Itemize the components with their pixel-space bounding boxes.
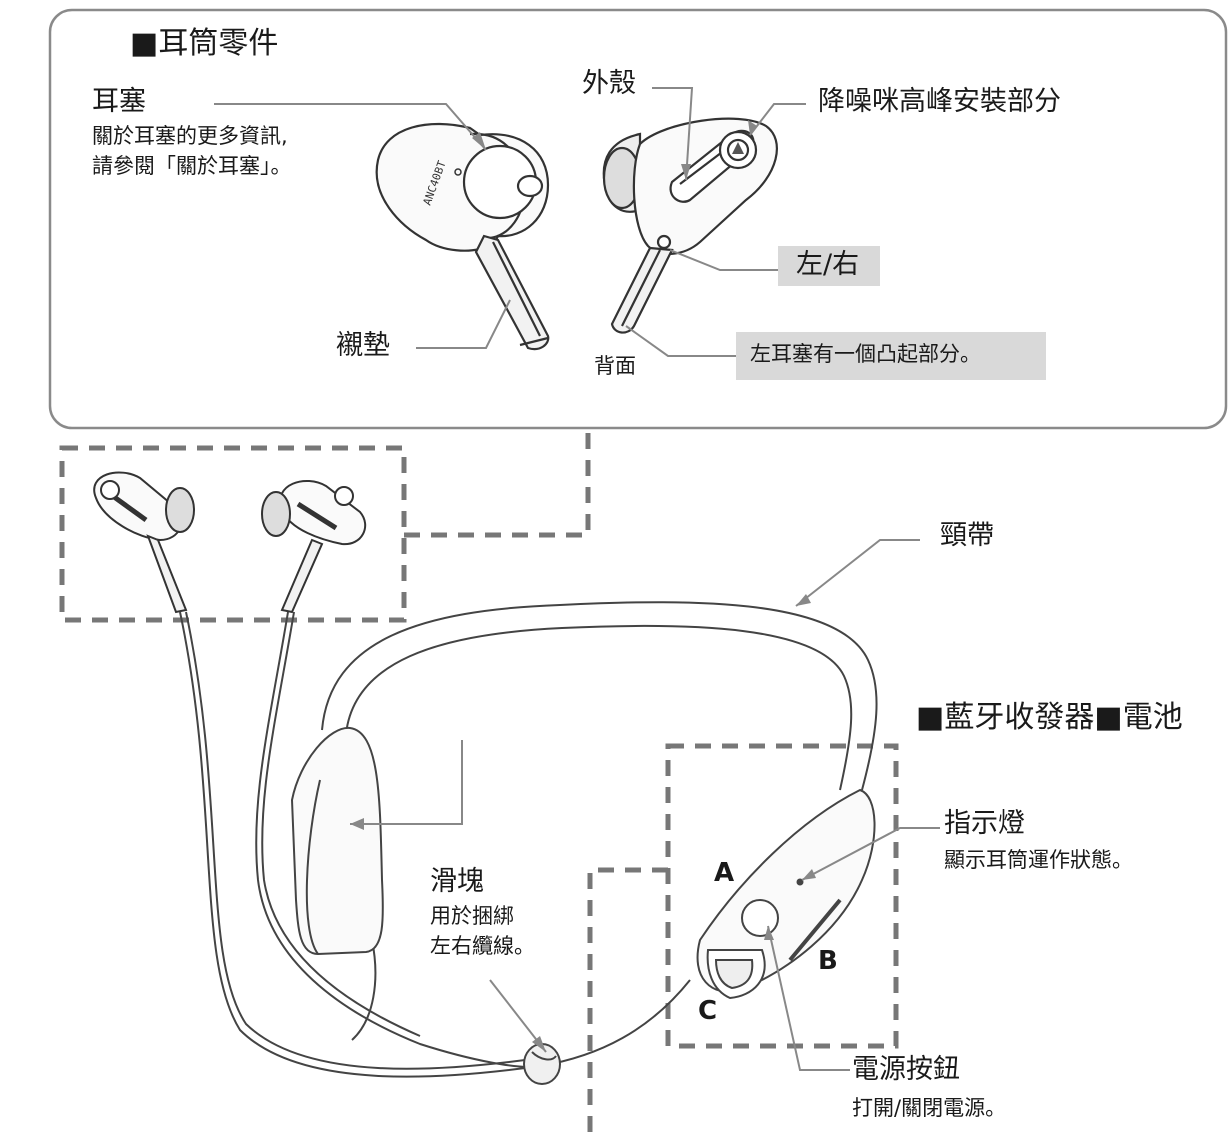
slider-bead [523,1043,561,1085]
eartip-label: 耳塞 [92,86,146,117]
power-button-desc: 打開/關閉電源。 [852,1096,1007,1120]
neckband-illustration [290,601,878,1000]
lr-mark-label-box: 左/右 [778,246,880,286]
housing-label: 外殼 [582,68,636,99]
cushion-label: 襯墊 [336,330,390,361]
bump-note: 左耳塞有一個凸起部分。 [750,342,981,366]
indicator-desc: 顯示耳筒運作狀態。 [944,848,1133,872]
left-earpiece-illustration [375,122,550,351]
button-b-label: B [818,946,838,976]
earbuds-dashed-frame [59,445,407,623]
earpiece-section-heading: ■耳筒零件 [130,26,279,61]
earbuds-pair-illustration [93,471,367,614]
right-earpiece-illustration [602,117,778,334]
indicator-label: 指示燈 [944,808,1025,839]
slider-desc-line1: 用於捆綁 [430,904,514,928]
earbud-cables [179,611,691,1078]
button-a-label: A [714,858,735,888]
back-label: 背面 [594,354,636,378]
lr-mark-label: 左/右 [796,249,860,280]
neckband-left-module [290,726,384,956]
leader-lines [214,87,940,1071]
transceiver-heading: ■藍牙收發器■電池 [916,700,1183,735]
transceiver-dashed-frame [665,743,899,1049]
eartip-desc-line2: 請參閱「關於耳塞」。 [92,154,292,178]
earpiece-parts-box [48,8,1228,430]
slider-label: 滑塊 [430,866,484,897]
neckband-label: 頸帶 [940,520,994,551]
earbuds-connector-dashed [404,428,591,538]
leader-arrowheads [350,120,816,1052]
slider-desc-line2: 左右纜線。 [430,934,535,958]
earpiece-rear-dot [454,168,462,176]
bump-note-box: 左耳塞有一個凸起部分。 [736,332,1046,380]
button-c-label: C [698,996,718,1026]
power-button-label: 電源按鈕 [852,1054,960,1085]
battery-dashed-line [587,867,668,1142]
eartip-desc-line1: 關於耳塞的更多資訊, [92,124,288,148]
nc-mic-label: 降噪咪高峰安裝部分 [818,86,1061,117]
